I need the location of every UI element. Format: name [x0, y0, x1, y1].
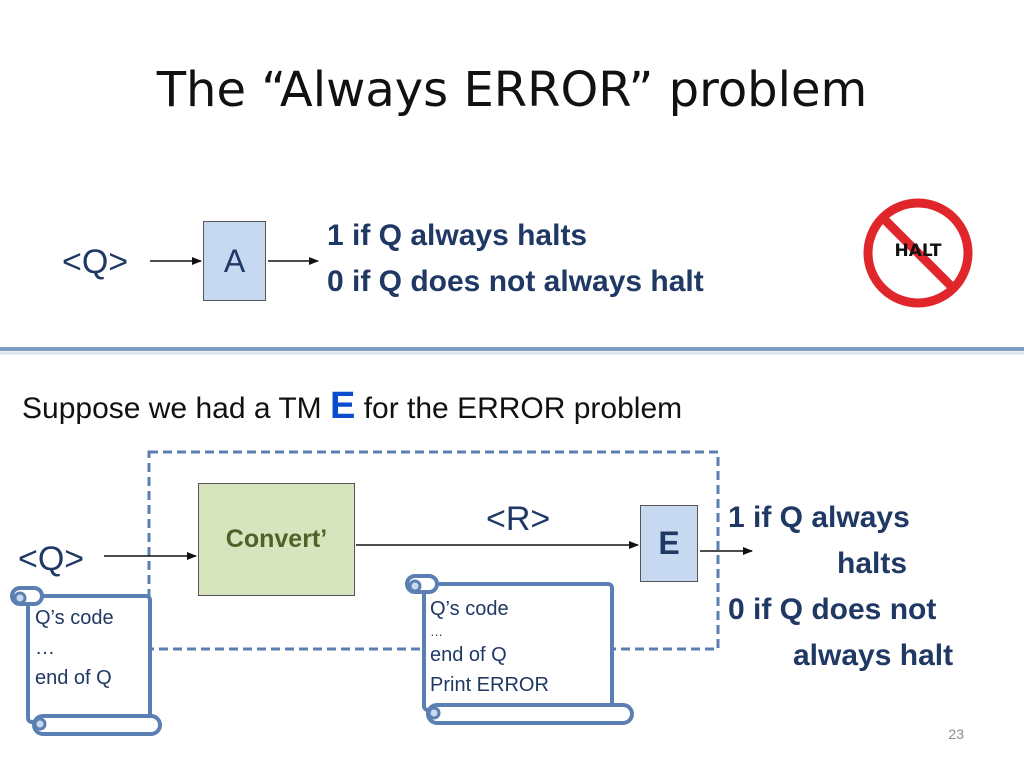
top-input-label: <Q>	[62, 243, 129, 281]
convert-box: Convert’	[198, 483, 355, 596]
scroll-right-icon	[405, 574, 634, 725]
bottom-output-line1: 1 if Q always	[728, 501, 910, 534]
suppose-line: Suppose we had a TM E for the ERROR prob…	[22, 385, 682, 428]
top-output: 1 if Q always halts 0 if Q does not alwa…	[327, 213, 704, 305]
bottom-output-line4: always halt	[793, 639, 954, 672]
machine-e-label: E	[658, 525, 680, 561]
scroll-right-line: Q’s code	[430, 598, 509, 620]
scroll-right-line: Print ERROR	[430, 674, 549, 696]
halt-sign-label: HALT	[894, 241, 942, 261]
machine-e-box: E	[640, 505, 698, 582]
machine-a-label: A	[223, 242, 246, 279]
scroll-left-line: Q’s code	[35, 607, 114, 629]
top-output-line2: 0 if Q does not always halt	[327, 265, 704, 298]
bottom-output-line2: halts	[837, 547, 908, 580]
machine-a-box: A	[203, 221, 266, 301]
scroll-right-line: end of Q	[430, 644, 507, 666]
suppose-suffix: for the ERROR problem	[363, 392, 683, 425]
bottom-output-line3: 0 if Q does not	[728, 593, 937, 626]
scroll-right-line: …	[430, 624, 443, 639]
scroll-left-text: Q’s code … end of Q	[35, 603, 114, 693]
scroll-left-line: …	[35, 637, 55, 659]
scroll-left-icon	[10, 586, 162, 736]
slide-title: The “Always ERROR” problem	[156, 62, 868, 118]
top-output-line1: 1 if Q always halts	[327, 219, 588, 252]
bottom-input-label: <Q>	[18, 540, 85, 578]
no-halt-sign-icon	[863, 198, 973, 308]
slide-number: 23	[948, 726, 964, 742]
suppose-prefix: Suppose we had a TM	[22, 392, 322, 425]
scroll-right-text: Q’s code … end of Q Print ERROR	[430, 594, 549, 700]
suppose-letter-e: E	[329, 385, 356, 427]
scroll-left-line: end of Q	[35, 667, 112, 689]
convert-label: Convert’	[225, 525, 328, 553]
bottom-output: 1 if Q always halts 0 if Q does not alwa…	[728, 495, 1018, 679]
r-label: <R>	[486, 500, 551, 538]
